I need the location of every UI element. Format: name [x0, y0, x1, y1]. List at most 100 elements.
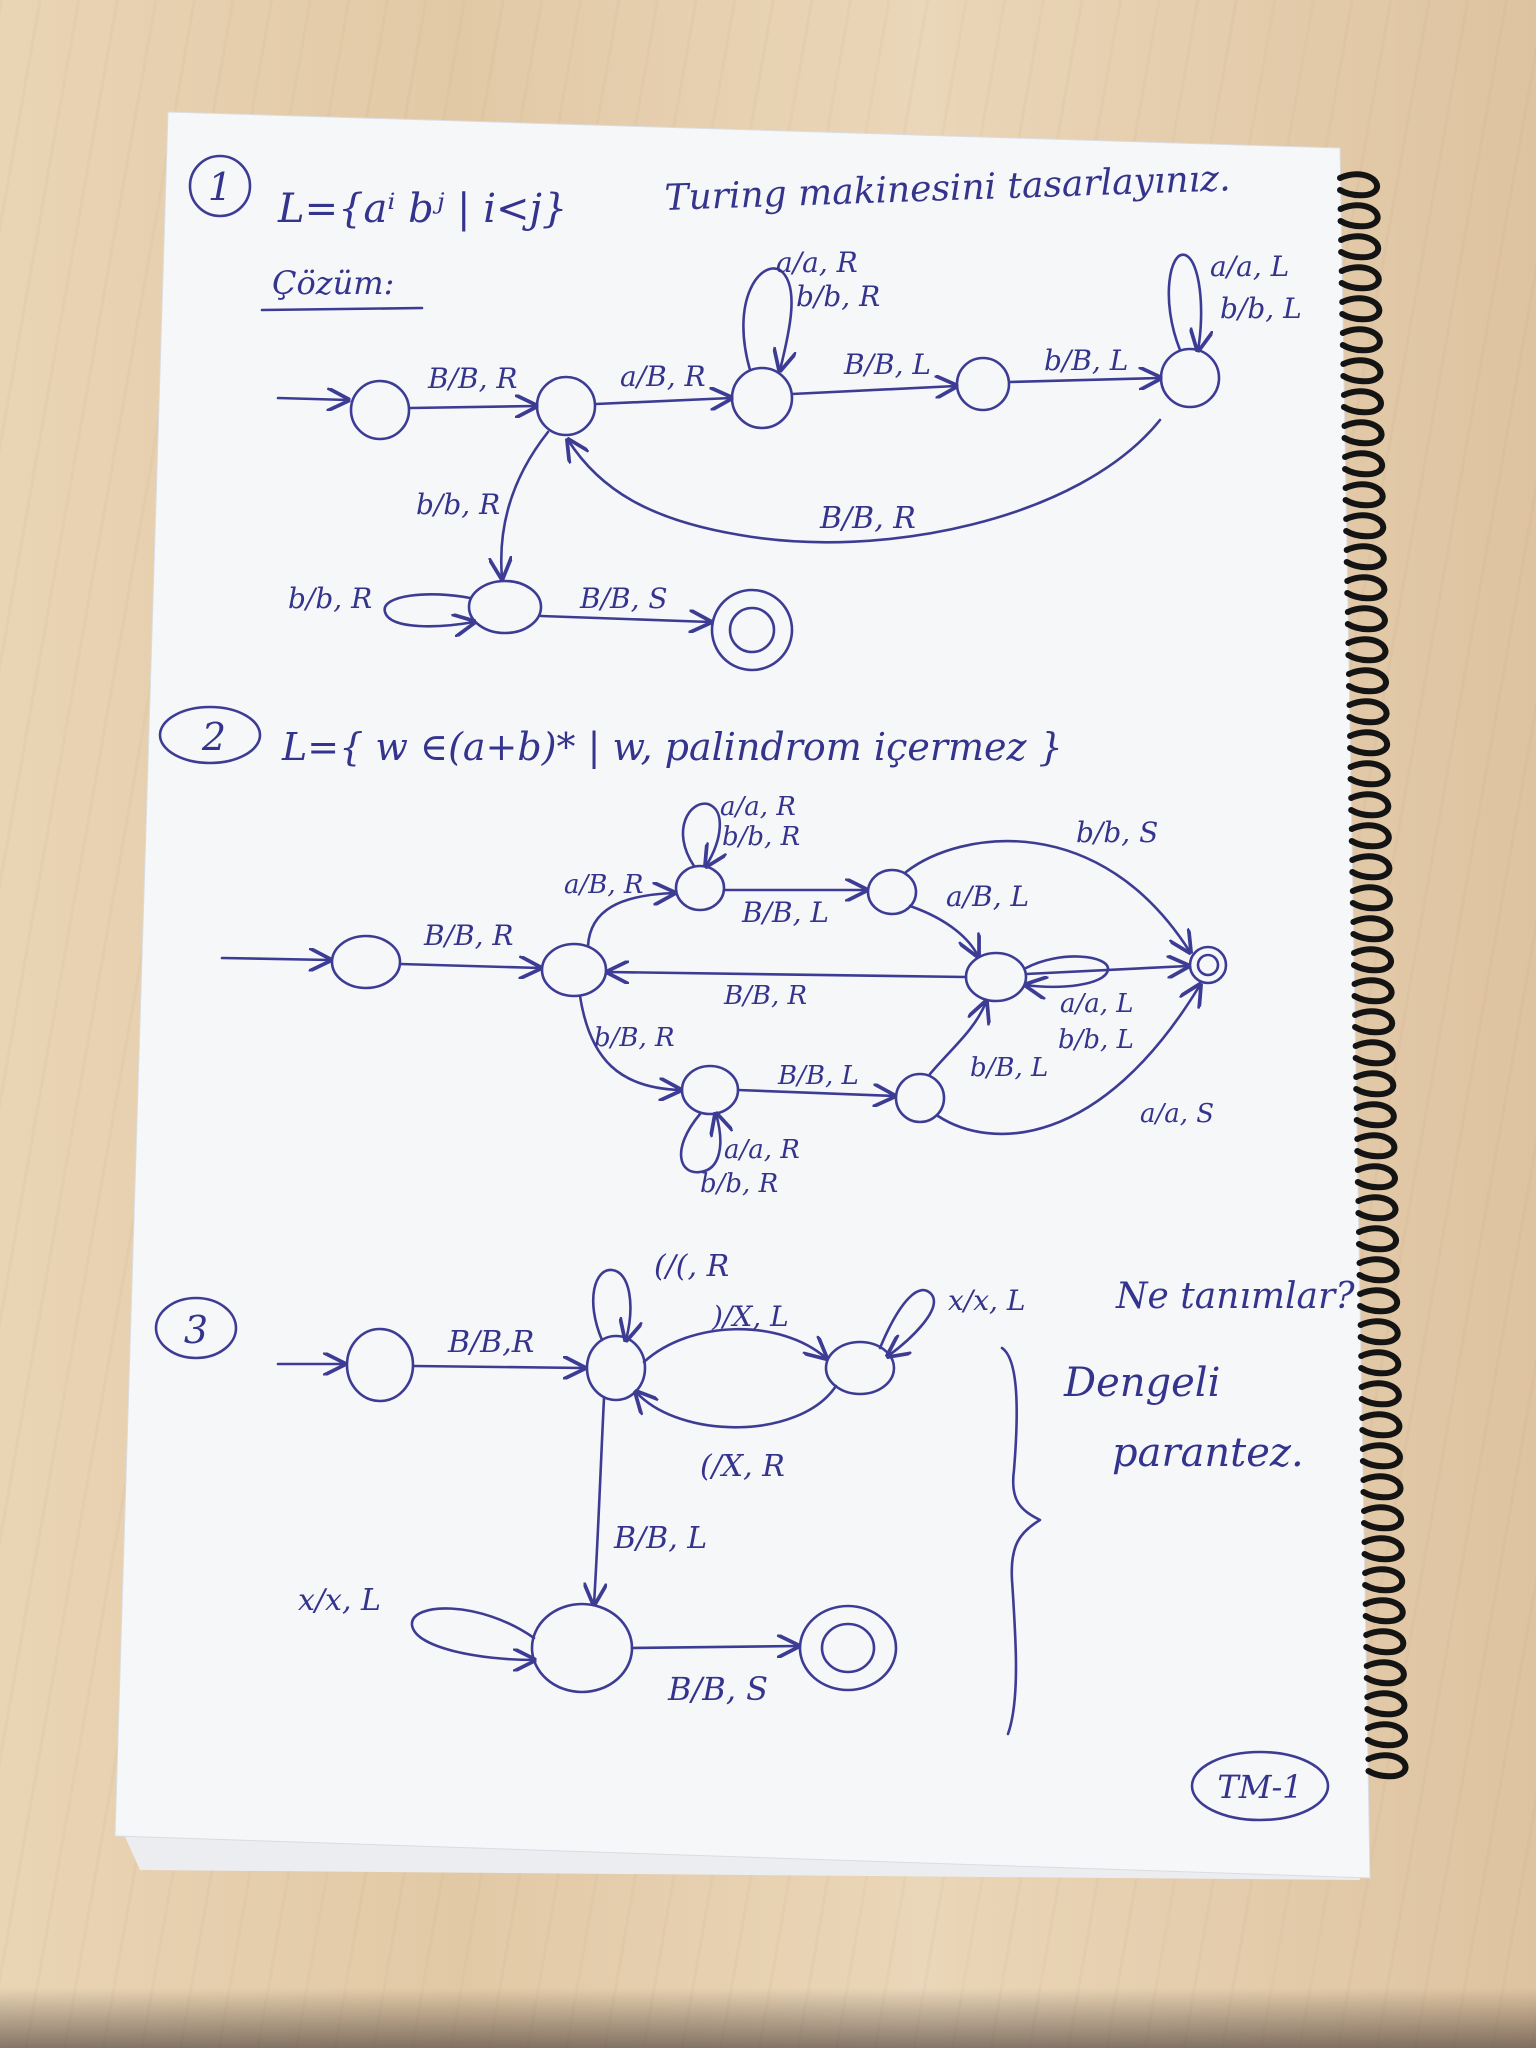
- spiral-coil: [1349, 884, 1393, 912]
- spiral-coil: [1360, 1504, 1404, 1532]
- spiral-coil: [1342, 481, 1386, 509]
- spiral-coil: [1353, 1070, 1397, 1098]
- spiral-coil: [1357, 1287, 1401, 1315]
- problem-2: 2 L={ w ∈(a+b)* | w, palindrom içermez }…: [158, 705, 1228, 1199]
- p2-edge-b2-back: [928, 1002, 986, 1076]
- spiral-coil: [1354, 1132, 1398, 1160]
- p3-edge-2-1: [636, 1384, 838, 1429]
- p2-label-4: B/B, L: [741, 896, 829, 929]
- spiral-coil: [1345, 667, 1389, 695]
- spiral-coil: [1363, 1628, 1407, 1656]
- spiral-coil: [1359, 1442, 1403, 1470]
- spiral-coil: [1346, 698, 1390, 726]
- spiral-coil: [1345, 636, 1389, 664]
- p1-label-7: b/b, L: [1220, 292, 1302, 325]
- p1-label-0: B/B, R: [427, 362, 517, 395]
- p2-edge-start-1: [398, 964, 540, 968]
- spiral-binding: [1337, 171, 1409, 1780]
- spiral-coil: [1340, 388, 1384, 416]
- floor-shadow: [0, 1988, 1536, 2048]
- spiral-coil: [1339, 295, 1383, 323]
- spiral-coil: [1365, 1752, 1409, 1780]
- p1-start-arrow: [276, 398, 348, 400]
- p2-label-15: b/b, R: [700, 1169, 778, 1199]
- p3-curly-brace: [1000, 1346, 1042, 1736]
- spiral-coil: [1362, 1597, 1406, 1625]
- spiral-coil: [1352, 1039, 1396, 1067]
- spiral-coil: [1362, 1566, 1406, 1594]
- problem-3: 3 (/(, R )/X, L x/x, L B/B,R (/X, R B/B,…: [154, 1249, 1355, 1736]
- spiral-coil: [1337, 171, 1380, 199]
- p3-state-start: [345, 1327, 415, 1403]
- p1-loop-4: [1167, 253, 1201, 350]
- spiral-coil: [1342, 450, 1385, 478]
- p3-edge-3-accept: [630, 1646, 798, 1648]
- p2-edge-1-b: [578, 994, 680, 1090]
- p2-label-8: a/a, L: [1060, 989, 1134, 1019]
- spiral-coil: [1361, 1535, 1405, 1563]
- solution-underline: [260, 306, 424, 312]
- p2-label-12: b/B, L: [970, 1053, 1048, 1083]
- p2-label-5: b/b, S: [1076, 816, 1158, 849]
- spiral-coil: [1341, 419, 1385, 447]
- p2-edge-1-a: [586, 893, 674, 948]
- p2-label-2: B/B, R: [423, 919, 513, 952]
- spiral-coil: [1353, 1101, 1397, 1129]
- spiral-coil: [1355, 1194, 1399, 1222]
- problem-3-number: 3: [184, 1308, 208, 1352]
- spiral-coil: [1350, 946, 1394, 974]
- p2-label-10: b/B, R: [594, 1023, 675, 1053]
- p1-state-start: [349, 379, 411, 441]
- spiral-coil: [1338, 233, 1382, 261]
- spiral-coil: [1363, 1659, 1407, 1687]
- problem-1-number: 1: [208, 165, 232, 209]
- p2-label-11: B/B, L: [777, 1061, 859, 1091]
- p2-label-0: a/a, R: [720, 792, 796, 822]
- p1-label-8: B/B, R: [819, 501, 916, 536]
- spiral-coil: [1350, 915, 1394, 943]
- p2-edge-b-b2: [736, 1090, 894, 1096]
- problem-1-formula: L={aⁱ bʲ | i<j}: [277, 186, 567, 232]
- spiral-coil: [1358, 1349, 1402, 1377]
- p2-start-arrow: [220, 958, 330, 960]
- p2-edge-a2-accept: [904, 839, 1190, 952]
- spiral-coil: [1340, 357, 1384, 385]
- spiral-coil: [1344, 574, 1388, 602]
- spiral-coil: [1354, 1163, 1398, 1191]
- p2-loop-b: [679, 1114, 720, 1174]
- p3-label-0: (/(, R: [654, 1249, 729, 1284]
- p3-label-3: B/B,R: [447, 1325, 534, 1360]
- spiral-coil: [1355, 1225, 1399, 1253]
- spiral-coil: [1339, 326, 1383, 354]
- page-tag: TM-1: [1217, 1768, 1302, 1806]
- p3-state-1: [585, 1334, 647, 1402]
- p1-label-5: b/B, L: [1044, 344, 1128, 377]
- spiral-coil: [1338, 264, 1382, 292]
- p3-edge-1-2: [642, 1327, 826, 1364]
- spiral-coil: [1349, 853, 1393, 881]
- p2-edge-back-1: [608, 972, 968, 977]
- p3-edge-start-1: [412, 1366, 584, 1368]
- solution-label: Çözüm:: [272, 264, 394, 302]
- p3-label-5: B/B, L: [613, 1521, 707, 1556]
- spiral-coil: [1364, 1690, 1408, 1718]
- notebook-page: [114, 111, 1371, 1879]
- page-tag-oval: [1190, 1750, 1330, 1822]
- p2-edge-a2-back: [908, 904, 978, 956]
- problem-3-number-circle: [154, 1296, 238, 1360]
- p1-label-2: a/a, R: [776, 246, 858, 279]
- p1-edge-2-3: [790, 386, 956, 394]
- p3-label-2: x/x, L: [948, 1284, 1025, 1317]
- p3-label-7: B/B, S: [667, 1670, 768, 1708]
- p1-label-3: b/b, R: [796, 280, 880, 313]
- spiral-coil: [1357, 1318, 1401, 1346]
- p2-label-7: B/B, R: [723, 981, 807, 1011]
- spiral-coil: [1348, 791, 1392, 819]
- p1-label-11: B/B, S: [579, 582, 668, 615]
- p2-edge-b2-accept: [936, 985, 1200, 1136]
- spiral-coil: [1364, 1721, 1408, 1749]
- problem-1-number-circle: [188, 154, 252, 218]
- p3-state-accept-inner: [820, 1622, 876, 1674]
- p1-edge-1-5: [501, 430, 550, 578]
